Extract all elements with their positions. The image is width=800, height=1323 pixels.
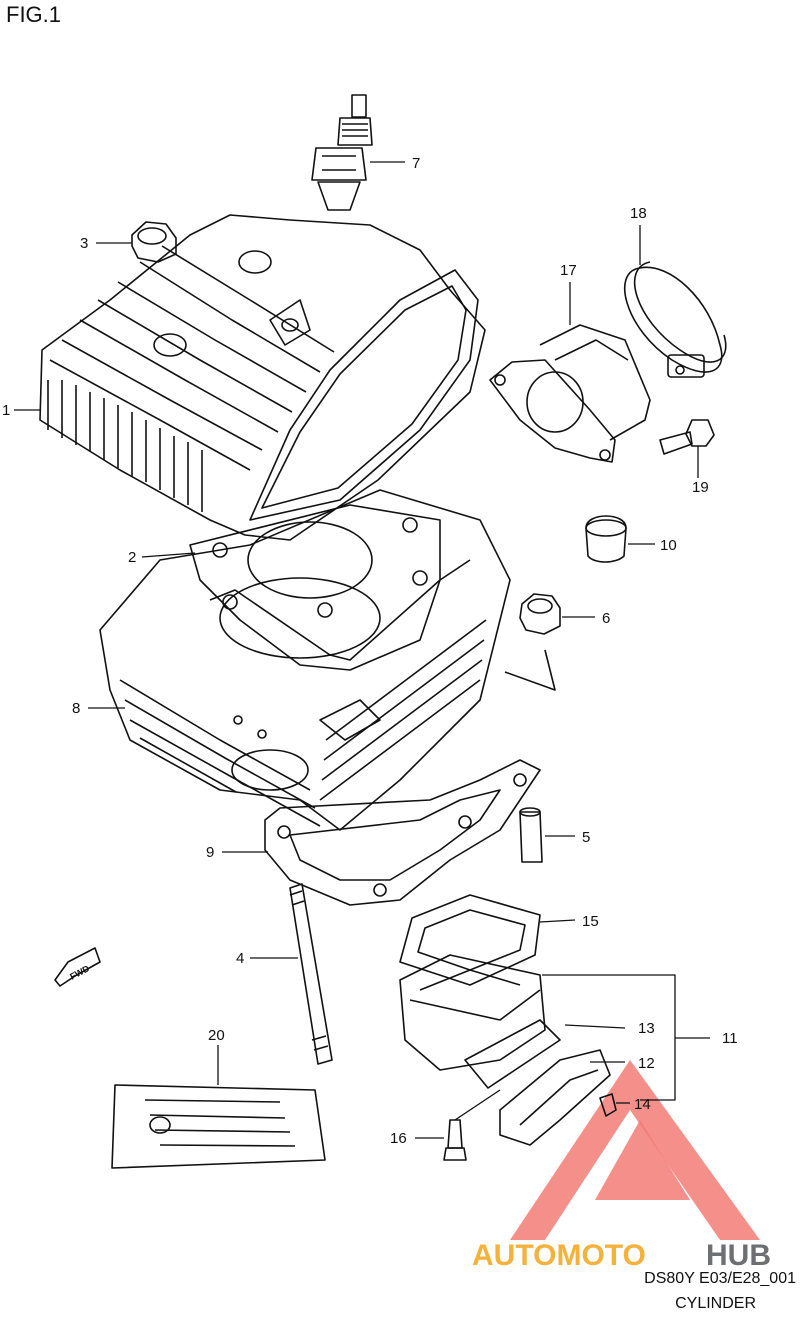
- callout-11: 11: [722, 1030, 738, 1047]
- callout-6: 6: [602, 610, 610, 627]
- watermark-text-2: HUB: [706, 1239, 771, 1272]
- callout-9: 9: [206, 844, 214, 861]
- callout-14: 14: [634, 1096, 651, 1113]
- part-base-gasket: [264, 759, 541, 906]
- drawing-reference: DS80Y E03/E28_001: [644, 1270, 796, 1287]
- part-cylinder-head: [39, 214, 486, 541]
- part-stud: [289, 883, 333, 1065]
- callout-15: 15: [582, 913, 599, 930]
- callout-13: 13: [638, 1020, 655, 1037]
- part-cap: [585, 515, 627, 563]
- callout-19: 19: [692, 479, 709, 496]
- callout-5: 5: [582, 829, 590, 846]
- part-cylinder: [99, 489, 511, 831]
- watermark-text-1: AUTOMOTO: [472, 1239, 646, 1272]
- figure-title: FIG.1: [6, 2, 62, 27]
- leader-lines: [14, 161, 710, 1139]
- callout-3: 3: [80, 235, 88, 252]
- callout-16: 16: [390, 1130, 407, 1147]
- part-intake-pipe: [489, 324, 651, 463]
- callout-2: 2: [128, 549, 136, 566]
- part-reed-stopper: [499, 1049, 611, 1146]
- callout-20: 20: [208, 1027, 225, 1044]
- callout-4: 4: [236, 950, 244, 967]
- leader-guide-6: [504, 649, 556, 691]
- part-reed-valve: [399, 954, 546, 1071]
- part-spark-plug: [311, 94, 373, 211]
- part-dowel: [519, 807, 543, 863]
- part-nut-3: [131, 221, 177, 263]
- part-gasket-set: [111, 1084, 326, 1169]
- part-nut-6: [519, 593, 561, 635]
- callout-18: 18: [630, 205, 647, 222]
- callout-1: 1: [2, 402, 10, 419]
- part-reed-plate: [464, 1019, 561, 1089]
- part-screw-14: [599, 1093, 617, 1117]
- fwd-arrow-icon: [54, 947, 101, 987]
- part-screw-16: [443, 1119, 467, 1161]
- watermark-triangle-icon: [510, 1060, 760, 1240]
- callout-12: 12: [638, 1055, 655, 1072]
- part-clamp: [624, 261, 727, 378]
- callout-7: 7: [412, 155, 420, 172]
- callout-8: 8: [72, 700, 80, 717]
- callout-17: 17: [560, 262, 577, 279]
- part-bolt-19: [659, 419, 715, 455]
- drawing-subtitle: CYLINDER: [675, 1295, 756, 1312]
- part-head-gasket: [189, 504, 441, 671]
- part-reed-gasket: [399, 894, 541, 986]
- callout-10: 10: [660, 537, 677, 554]
